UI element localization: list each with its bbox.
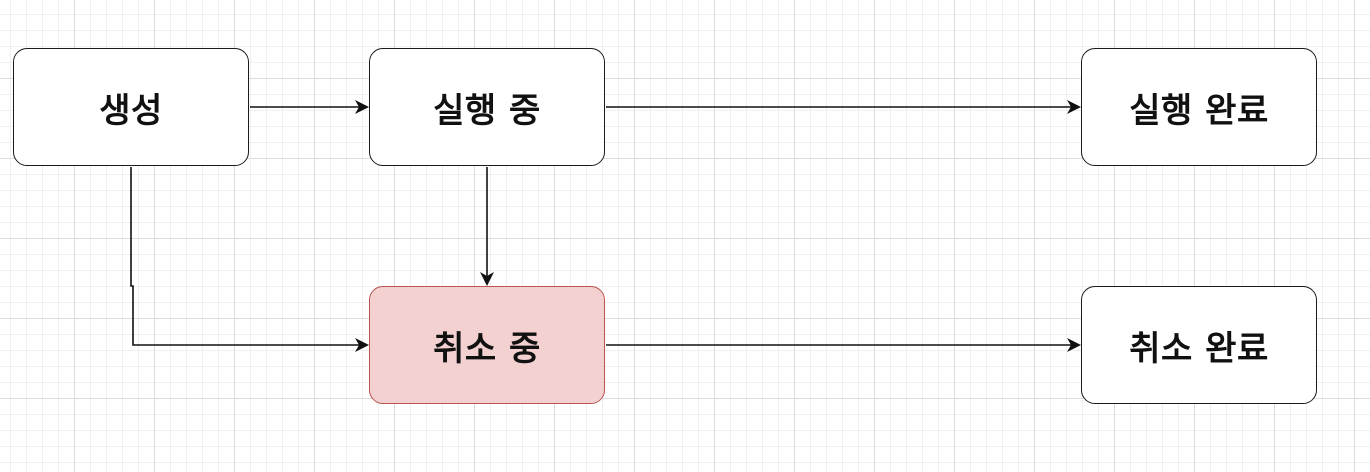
state-label-cancelling: 취소 중 xyxy=(433,328,541,369)
state-node-completed[interactable]: 실행 완료 xyxy=(1081,48,1317,166)
state-label-cancelled: 취소 완료 xyxy=(1129,328,1269,369)
state-node-cancelling[interactable]: 취소 중 xyxy=(369,286,605,404)
state-label-running: 실행 중 xyxy=(433,90,541,131)
state-node-created[interactable]: 생성 xyxy=(13,48,249,166)
state-label-completed: 실행 완료 xyxy=(1129,90,1269,131)
state-node-cancelled[interactable]: 취소 완료 xyxy=(1081,286,1317,404)
edge-created-to-cancelling xyxy=(130,167,369,352)
state-label-created: 생성 xyxy=(99,90,163,131)
state-node-running[interactable]: 실행 중 xyxy=(369,48,605,166)
